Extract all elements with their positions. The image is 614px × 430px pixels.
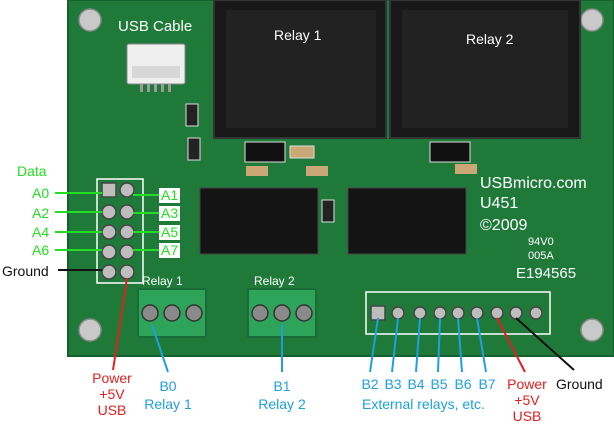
pin-a6-label: A6 xyxy=(32,242,50,258)
silk-rating-b: 005A xyxy=(528,250,554,262)
smd-components xyxy=(185,103,477,223)
power-left-line3: USB xyxy=(97,402,127,418)
pin-a3-label: A3 xyxy=(159,205,181,221)
b2-label: B2 xyxy=(361,376,379,392)
power-left-line2: +5V xyxy=(99,386,125,402)
relay-1 xyxy=(213,0,387,139)
b0-label: B0 xyxy=(159,378,177,394)
ground-right-label: Ground xyxy=(556,376,603,392)
b1-sub-label: Relay 2 xyxy=(258,396,306,412)
silk-rating-a: 94V0 xyxy=(528,236,554,248)
ground-left-label: Ground xyxy=(2,263,49,279)
power-right-line2: +5V xyxy=(514,392,540,408)
usb-cable-label: USB Cable xyxy=(118,18,193,35)
silk-relay-2: Relay 2 xyxy=(254,274,295,288)
power-right-line3: USB xyxy=(512,408,542,424)
b5-label: B5 xyxy=(430,376,448,392)
pin-a0-label: A0 xyxy=(32,185,50,201)
pin-a7-label: A7 xyxy=(159,242,181,258)
pin-a1-label: A1 xyxy=(159,187,181,203)
external-relays-label: External relays, etc. xyxy=(362,396,485,412)
silk-brand: USBmicro.com xyxy=(480,175,587,192)
data-label: Data xyxy=(17,163,47,179)
silk-year: ©2009 xyxy=(480,217,528,234)
b4-label: B4 xyxy=(407,376,425,392)
pin-a2-label: A2 xyxy=(32,205,50,221)
relay-1-label: Relay 1 xyxy=(274,27,322,43)
pin-a4-label: A4 xyxy=(32,224,50,240)
mounting-holes xyxy=(78,8,604,342)
usb-connector xyxy=(126,43,186,92)
power-right-line1: Power xyxy=(507,376,547,392)
pin-a5-label: A5 xyxy=(159,224,181,240)
silk-cert: E194565 xyxy=(516,265,577,282)
b0-sub-label: Relay 1 xyxy=(144,396,192,412)
power-left-line1: Power xyxy=(92,370,132,386)
silk-model: U451 xyxy=(480,195,519,212)
b7-label: B7 xyxy=(478,376,496,392)
relay-2-label: Relay 2 xyxy=(466,31,514,47)
silk-relay-1: Relay 1 xyxy=(142,274,183,288)
terminal-block-1 xyxy=(137,288,207,338)
ic-u1 xyxy=(199,187,319,255)
relay-2 xyxy=(389,0,581,139)
b1-label: B1 xyxy=(273,378,291,394)
b3-label: B3 xyxy=(384,376,402,392)
callout-lines xyxy=(55,192,575,373)
ic-u2 xyxy=(347,187,467,255)
b6-label: B6 xyxy=(454,376,472,392)
